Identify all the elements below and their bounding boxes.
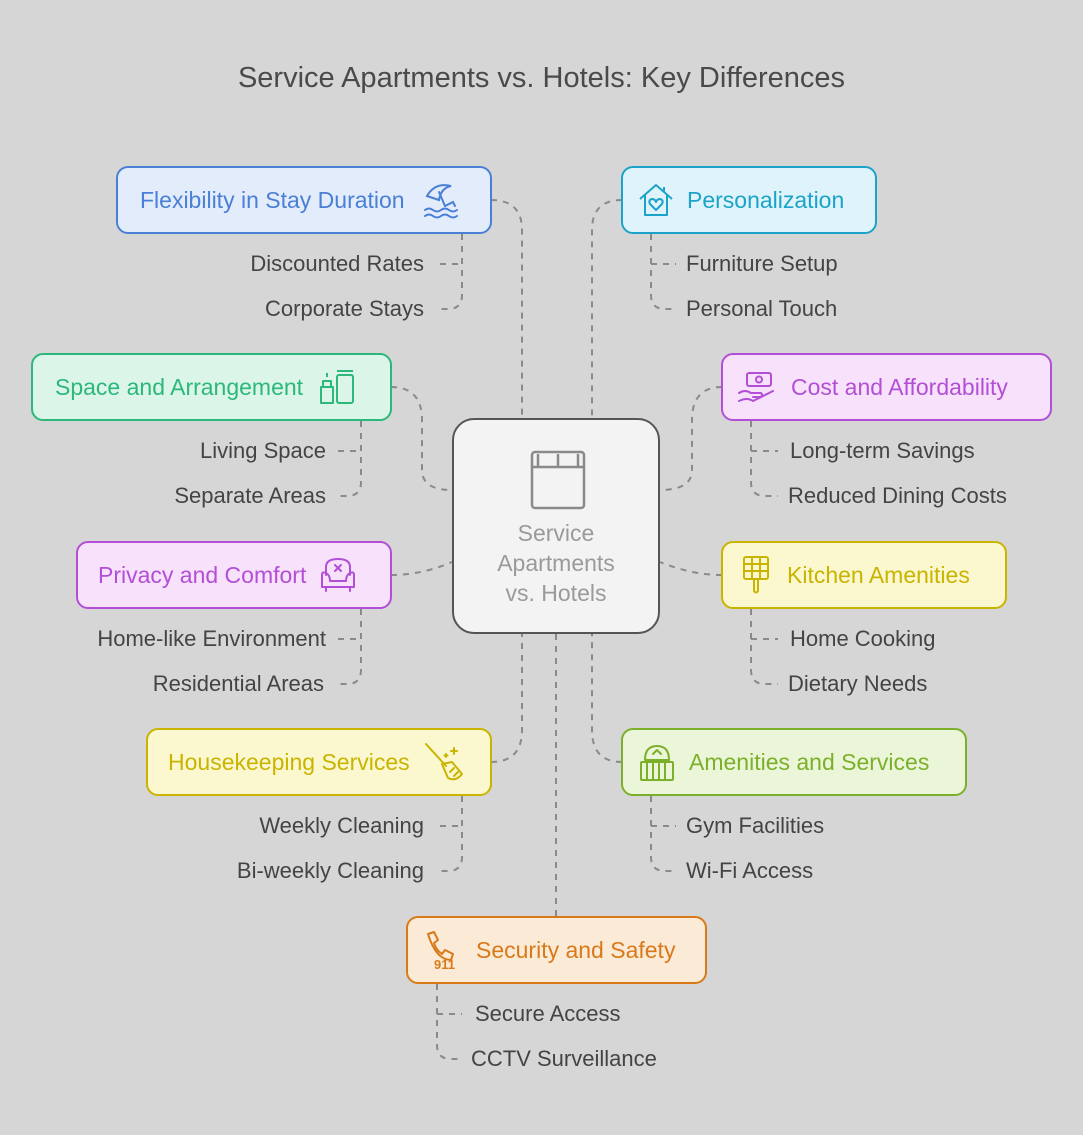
center-title-line-2: Apartments [497, 550, 615, 576]
node-privacy: Privacy and Comfort [76, 541, 392, 609]
node-kitchen: Kitchen Amenities [721, 541, 1007, 609]
service-bell-icon [640, 745, 674, 781]
sub-reduced-dining-costs: Reduced Dining Costs [788, 483, 1007, 508]
sub-home-cooking: Home Cooking [790, 626, 936, 651]
sub-weekly-cleaning: Weekly Cleaning [259, 813, 424, 838]
broom-sparkle-icon [424, 743, 463, 781]
sub-bi-weekly-cleaning: Bi-weekly Cleaning [236, 858, 424, 883]
node-personalization-label: Personalization [687, 186, 845, 213]
house-heart-icon [639, 184, 673, 216]
center-topic-card: Service Apartments vs. Hotels [452, 418, 660, 634]
sub-personal-touch: Personal Touch [686, 296, 838, 321]
hotel-bed-icon [530, 450, 586, 510]
sub-secure-access: Secure Access [475, 1001, 621, 1026]
node-cost: Cost and Affordability [721, 353, 1052, 421]
sub-cctv-surveillance: CCTV Surveillance [471, 1046, 657, 1071]
node-amenities-label: Amenities and Services [689, 748, 930, 775]
node-cost-label: Cost and Affordability [791, 373, 1008, 400]
sub-living-space: Living Space [200, 438, 326, 463]
sub-corporate-stays: Corporate Stays [265, 296, 424, 321]
node-flexibility: Flexibility in Stay Duration [116, 166, 492, 234]
spatula-icon [743, 556, 769, 594]
page-title: Service Apartments vs. Hotels: Key Diffe… [237, 62, 846, 94]
phone-911-icon: 911 [427, 931, 455, 970]
sub-long-term-savings: Long-term Savings [790, 438, 975, 463]
node-security: 911 Security and Safety [406, 916, 707, 984]
sub-separate-areas: Separate Areas [174, 483, 326, 508]
sub-gym-facilities: Gym Facilities [686, 813, 825, 838]
node-kitchen-label: Kitchen Amenities [787, 561, 970, 588]
sub-dietary-needs: Dietary Needs [788, 671, 928, 696]
center-title-line-3: vs. Hotels [505, 580, 607, 606]
node-amenities: Amenities and Services [621, 728, 967, 796]
money-hand-icon [738, 372, 774, 402]
node-housekeeping-label: Housekeeping Services [168, 748, 410, 775]
furniture-icon [320, 370, 355, 404]
center-title-line-1: Service [517, 520, 595, 546]
node-housekeeping: Housekeeping Services [146, 728, 492, 796]
node-space: Space and Arrangement [31, 353, 392, 421]
beach-umbrella-icon [423, 184, 458, 219]
armchair-icon [321, 558, 356, 592]
sub-discounted-rates: Discounted Rates [250, 251, 424, 276]
sub-home-like-environment: Home-like Environment [97, 626, 326, 651]
node-flexibility-label: Flexibility in Stay Duration [140, 186, 405, 213]
svg-text:911: 911 [434, 957, 455, 970]
sub-residential-areas: Residential Areas [152, 671, 324, 696]
sub-wifi-access: Wi-Fi Access [686, 858, 814, 883]
node-personalization: Personalization [621, 166, 877, 234]
node-security-label: Security and Safety [476, 936, 676, 963]
sub-furniture-setup: Furniture Setup [686, 251, 838, 276]
node-privacy-label: Privacy and Comfort [98, 561, 307, 588]
node-space-label: Space and Arrangement [55, 373, 304, 400]
